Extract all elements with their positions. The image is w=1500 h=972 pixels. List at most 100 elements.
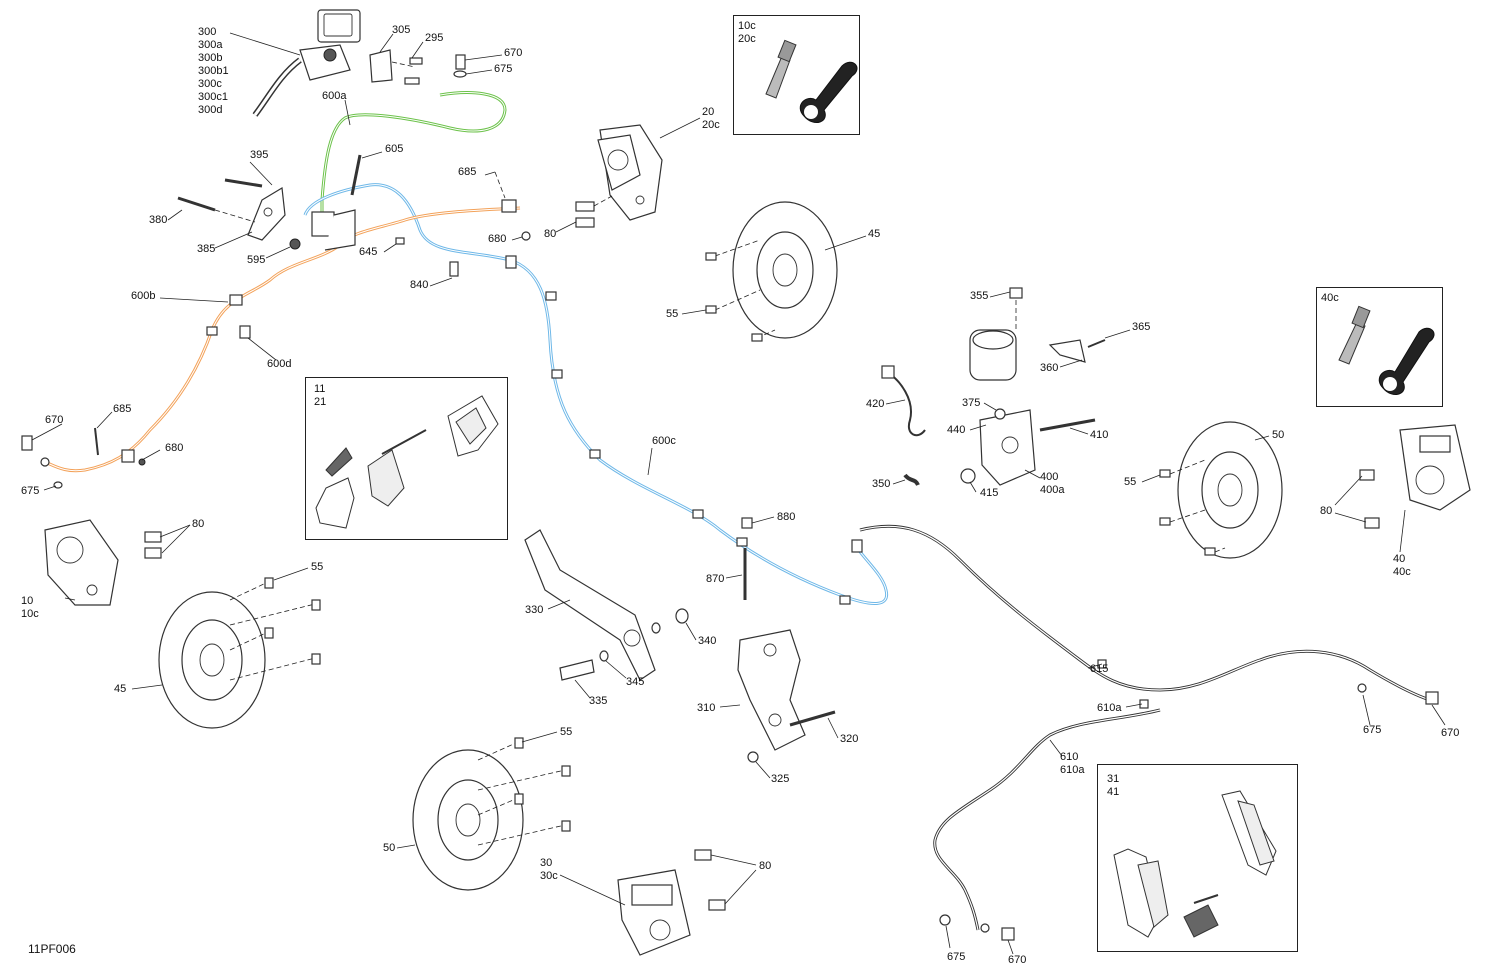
label-610a: 610a — [1097, 702, 1122, 714]
label-645: 645 — [359, 246, 378, 258]
label-610: 610 610a — [1060, 751, 1085, 776]
label-675-top: 675 — [494, 63, 513, 75]
brake-disc-45-top — [732, 201, 838, 339]
inset-40c-label: 40c — [1321, 292, 1339, 304]
inset-20c-label: 20c — [738, 33, 756, 45]
label-375: 375 — [962, 397, 981, 409]
rear-brake-hose — [859, 524, 1431, 702]
label-360: 360 — [1040, 362, 1059, 374]
label-300: 300 300a 300b 300b1 300c 300c1 300d — [198, 26, 229, 116]
label-365: 365 — [1132, 321, 1151, 333]
label-55-bottom: 55 — [560, 726, 573, 738]
label-45-top: 45 — [868, 228, 881, 240]
label-55-left: 55 — [311, 561, 324, 573]
label-680-left: 680 — [165, 442, 184, 454]
label-80-bottom: 80 — [759, 860, 772, 872]
label-840: 840 — [410, 279, 429, 291]
inset-21-label: 21 — [314, 396, 327, 408]
brake-pad-icon — [315, 395, 499, 529]
label-410: 410 — [1090, 429, 1109, 441]
label-615: 615 — [1090, 663, 1109, 675]
label-80-left: 80 — [192, 518, 205, 530]
bleeder-screw-icon — [1338, 305, 1435, 396]
brake-disc-50-bottom — [412, 749, 524, 891]
brake-pedal-330 — [524, 529, 656, 681]
label-330: 330 — [525, 604, 544, 616]
label-675-bottom: 675 — [947, 951, 966, 963]
label-440: 440 — [947, 424, 966, 436]
bracket-385 — [247, 187, 286, 241]
inset-31-label: 31 — [1107, 773, 1120, 785]
caliper-20 — [597, 124, 663, 221]
label-685-top: 685 — [458, 166, 477, 178]
label-670-right: 670 — [1441, 727, 1460, 739]
label-350: 350 — [872, 478, 891, 490]
label-40: 40 40c — [1393, 553, 1411, 578]
bleeder-screw-icon — [765, 39, 858, 124]
label-600c: 600c — [652, 435, 676, 447]
label-380: 380 — [149, 214, 168, 226]
label-50-bottom: 50 — [383, 842, 396, 854]
inset-pads-11-21: 11 21 — [305, 377, 508, 540]
label-325: 325 — [771, 773, 790, 785]
label-595: 595 — [247, 254, 266, 266]
label-670-bottom: 670 — [1008, 954, 1027, 966]
label-355: 355 — [970, 290, 989, 302]
label-385: 385 — [197, 243, 216, 255]
label-870: 870 — [706, 573, 725, 585]
label-45-bottom: 45 — [114, 683, 127, 695]
label-50-right: 50 — [1272, 429, 1285, 441]
label-675-left: 675 — [21, 485, 40, 497]
green-brake-line — [320, 91, 507, 218]
label-395: 395 — [250, 149, 269, 161]
master-cylinder-300 — [252, 9, 361, 117]
inset-11-label: 11 — [314, 383, 326, 395]
banjo-bolt-670-top — [453, 54, 467, 78]
label-55-top: 55 — [666, 308, 679, 320]
label-20: 20 20c — [702, 106, 720, 131]
label-340: 340 — [698, 635, 717, 647]
label-55-right: 55 — [1124, 476, 1137, 488]
diagram-code: 11PF006 — [28, 942, 76, 956]
footrest-bracket-310 — [737, 629, 806, 751]
brake-disc-45-bottom — [158, 591, 266, 729]
label-680-top: 680 — [488, 233, 507, 245]
label-605: 605 — [385, 143, 404, 155]
rear-master-cylinder-400 — [969, 329, 1036, 486]
label-400: 400 400a — [1040, 471, 1065, 496]
label-670-top: 670 — [504, 47, 523, 59]
label-30: 30 30c — [540, 857, 558, 882]
label-420: 420 — [866, 398, 885, 410]
label-80-right: 80 — [1320, 505, 1333, 517]
clamp-305 — [369, 49, 393, 83]
label-295: 295 — [425, 32, 444, 44]
label-600b: 600b — [131, 290, 156, 302]
caliper-30 — [617, 869, 691, 956]
label-675-right: 675 — [1363, 724, 1382, 736]
label-670-left: 670 — [45, 414, 64, 426]
label-600d: 600d — [267, 358, 292, 370]
label-685-left: 685 — [113, 403, 132, 415]
inset-bleeder-40c: 40c — [1316, 287, 1443, 407]
leader-lines — [31, 32, 1446, 955]
label-320: 320 — [840, 733, 859, 745]
inset-10c-label: 10c — [738, 20, 756, 32]
label-305: 305 — [392, 24, 411, 36]
label-415: 415 — [980, 487, 999, 499]
brake-pad-icon — [1113, 790, 1277, 938]
inset-bleeder-10c-20c: 10c 20c — [733, 15, 860, 135]
inset-41-label: 41 — [1107, 786, 1120, 798]
label-880: 880 — [777, 511, 796, 523]
inset-pads-31-41: 31 41 — [1097, 764, 1298, 952]
caliper-10 — [44, 519, 119, 606]
label-310: 310 — [697, 702, 716, 714]
label-10: 10 10c — [21, 595, 39, 620]
label-345: 345 — [626, 676, 645, 688]
caliper-40 — [1399, 424, 1471, 511]
brake-disc-50-right — [1177, 421, 1283, 559]
label-600a: 600a — [322, 90, 347, 102]
label-80-top: 80 — [544, 228, 557, 240]
label-335: 335 — [589, 695, 608, 707]
